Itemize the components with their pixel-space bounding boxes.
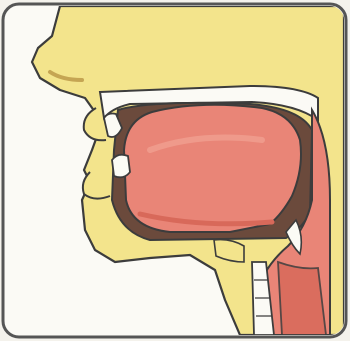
esophagus [278,262,326,335]
lower-teeth [112,155,130,178]
tongue [124,105,301,232]
